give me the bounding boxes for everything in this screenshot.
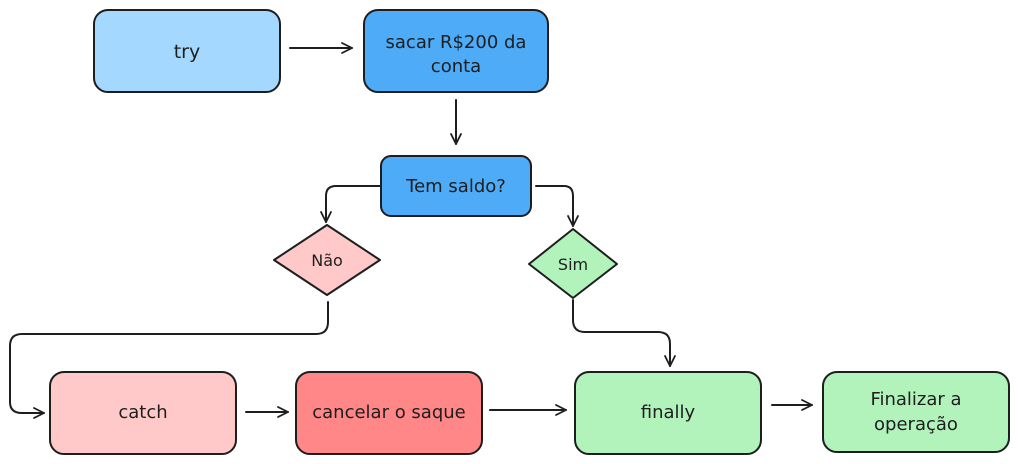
node-catch-label: catch [118, 402, 167, 423]
node-sim-label: Sim [558, 255, 588, 274]
arrow-nao-to-catch [9, 301, 329, 419]
node-finalizar-label-line2: operação [874, 414, 958, 435]
node-nao: Não [273, 224, 381, 296]
node-catch-shape [49, 371, 237, 455]
node-sacar-label-line1: sacar R$200 da [386, 32, 527, 53]
node-finalizar-shape [822, 371, 1010, 453]
node-sim-shape [528, 228, 618, 299]
node-catch: catch [49, 371, 237, 455]
node-cancelar-label: cancelar o saque [312, 402, 466, 423]
arrow-sim-to-finally [572, 299, 676, 367]
node-finalizar: Finalizar a operação [822, 371, 1010, 453]
node-sacar-shape [363, 9, 549, 93]
node-cancelar-shape [295, 371, 483, 455]
node-sacar-label-line2: conta [431, 56, 481, 77]
node-nao-label: Não [311, 251, 343, 270]
node-try-shape [93, 9, 281, 93]
arrow-tem-saldo-to-sim [535, 185, 579, 227]
node-tem-saldo-shape [380, 155, 532, 217]
arrow-tem-saldo-to-nao [320, 185, 381, 223]
node-tem-saldo-label: Tem saldo? [405, 176, 506, 197]
node-cancelar: cancelar o saque [295, 371, 483, 455]
node-try-label: try [174, 41, 201, 63]
node-sim: Sim [528, 228, 618, 299]
node-finalizar-label-line1: Finalizar a [870, 389, 961, 410]
node-tem-saldo: Tem saldo? [380, 155, 532, 217]
node-finally-shape [574, 371, 762, 455]
node-finally-label: finally [641, 402, 696, 423]
node-try: try [93, 9, 281, 93]
node-sacar: sacar R$200 da conta [363, 9, 549, 93]
node-nao-shape [273, 224, 381, 296]
node-finally: finally [574, 371, 762, 455]
